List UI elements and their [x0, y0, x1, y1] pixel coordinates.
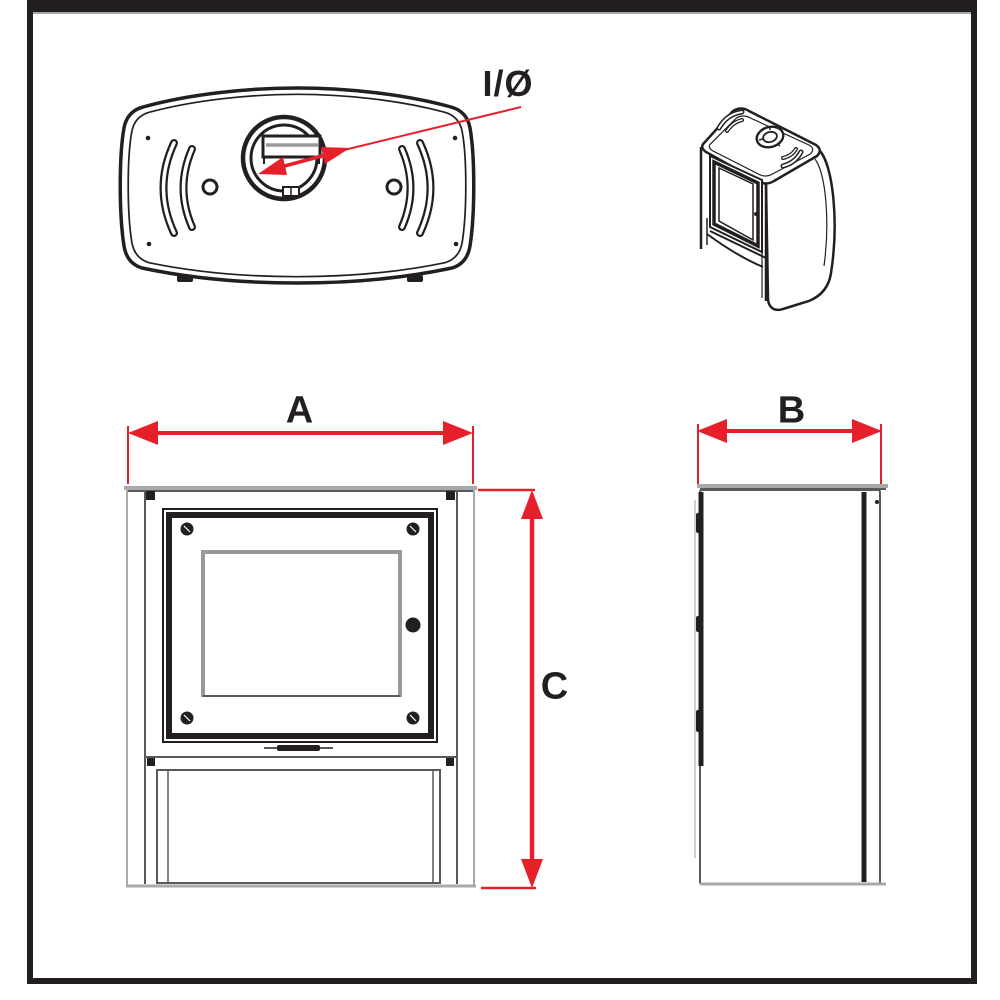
door-handle-knob: [405, 617, 421, 633]
iso-side-shade-line: [814, 158, 828, 267]
top-hole-left: [201, 178, 219, 196]
door-outer-frame: [162, 508, 438, 743]
iso-side-panel: [764, 149, 836, 312]
iso-base-arch: [706, 233, 764, 268]
side-hinge-bottom: [696, 710, 703, 732]
top-foot-right: [407, 275, 423, 282]
dimension-b: [697, 419, 882, 484]
side-view: [694, 484, 888, 886]
dimension-c-arrowhead-bottom: [521, 859, 543, 888]
top-screw-dot: [146, 241, 152, 247]
top-hole-right: [385, 178, 403, 196]
dimension-c: [478, 488, 543, 890]
base-panel: [156, 769, 441, 884]
front-screw-top-right: [446, 491, 455, 500]
border-frame: [27, 0, 977, 984]
iso-flue-collar: [755, 125, 785, 149]
flue-arrowhead-left: [258, 157, 287, 175]
top-screw-dot: [145, 135, 151, 141]
top-vent-left: [159, 139, 196, 237]
door-glass-frame: [201, 550, 402, 697]
isometric-view: [699, 107, 836, 312]
border-frame-shadow: [33, 12, 971, 14]
dimension-b-arrowhead-left: [697, 419, 727, 443]
side-top-plate: [697, 484, 888, 488]
dimension-c-arrowhead-top: [521, 490, 543, 519]
dimension-b-label: B: [777, 389, 807, 432]
dimension-b-arrowhead-right: [852, 419, 882, 443]
flue-leader-line: [343, 106, 522, 151]
front-top-plate: [124, 486, 477, 490]
flue-arrowhead-right: [321, 147, 350, 164]
top-screw-dot: [453, 241, 459, 247]
dimension-a-arrowhead-right: [443, 421, 473, 445]
front-screw-bottom-right: [446, 758, 454, 766]
door-thick-frame: [166, 512, 434, 739]
iso-top-vent-right: [780, 147, 804, 169]
iso-door-inner-frame: [712, 159, 760, 249]
flue-diameter-label: I/Ø: [482, 63, 534, 104]
top-foot-left: [177, 275, 193, 282]
iso-door-glass: [718, 166, 754, 242]
flue-diameter-dimension: [258, 106, 522, 175]
dimension-c-label: C: [540, 665, 570, 708]
top-vent-right: [398, 139, 435, 237]
dimension-a: [127, 421, 474, 484]
front-view: [124, 486, 477, 888]
door-latch: [277, 745, 320, 751]
iso-door-handle: [754, 212, 758, 216]
dimension-a-label: A: [285, 389, 315, 432]
side-hinge-middle: [696, 616, 703, 632]
front-screw-top-left: [146, 491, 155, 500]
front-screw-bottom-left: [147, 758, 155, 766]
top-view-inner-rim: [127, 93, 467, 278]
side-outline: [699, 489, 881, 885]
dimension-a-arrowhead-left: [128, 421, 158, 445]
top-view: [118, 86, 476, 285]
door-corner-screws: [180, 522, 420, 725]
iso-top-rim: [708, 115, 814, 177]
iso-top-vent-left: [716, 109, 745, 133]
top-screw-dot: [452, 135, 458, 141]
side-hinge-top: [696, 513, 703, 533]
